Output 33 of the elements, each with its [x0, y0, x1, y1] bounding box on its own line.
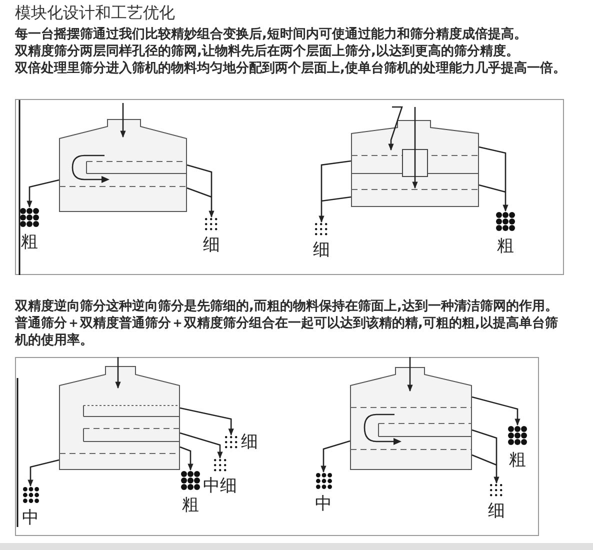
arrow	[388, 106, 403, 151]
paragraph: 普通筛分＋双精度普通筛分＋双精度筛分组合在一起可以达到该精的精,可粗的粗,以提高单台筛机的使用率。	[15, 315, 559, 349]
title: 模块化设计和工艺优化	[15, 3, 175, 24]
arrow	[180, 446, 194, 471]
particle-size-label: 细	[203, 236, 220, 254]
arrow	[186, 164, 214, 218]
arrow	[472, 396, 520, 426]
arrow	[180, 407, 234, 436]
particle-size-label: 粗	[497, 237, 514, 255]
paragraph: 每一台摇摆筛通过我们比较精妙组合变换后,短时间内可使通过能力和筛分精度成倍提高。	[15, 26, 528, 43]
arrow	[28, 459, 60, 487]
particle-size-label: 粗	[21, 233, 38, 251]
particle-size-label: 细	[488, 502, 505, 520]
arrow	[120, 103, 126, 138]
particle-size-label: 中	[22, 509, 39, 527]
arrow	[407, 357, 413, 392]
arrow	[26, 179, 60, 208]
arrow	[115, 357, 121, 389]
arrow	[320, 440, 350, 473]
arrow	[180, 432, 223, 459]
arrow	[412, 107, 418, 189]
arrow	[318, 160, 352, 223]
paragraph: 双精度筛分两层同样孔径的筛网,让物料先后在两个层面上筛分,以达到更高的筛分精度。	[15, 43, 520, 60]
arrow	[478, 146, 508, 212]
paragraph: 双倍处理里筛分进入筛机的物料均匀地分配到两个层面上,使单台筛机的处理能力几乎提高一倍。	[15, 60, 567, 77]
particle-size-label: 粗	[182, 496, 199, 514]
arrow	[471, 429, 500, 484]
particle-size-label: 细	[241, 433, 258, 451]
particle-size-label: 粗	[509, 451, 526, 469]
paragraph: 双精度逆向筛分这种逆向筛分是先筛细的,而粗的物料保持在筛面上,达到一种清洁筛网的作用。	[15, 298, 559, 315]
particle-size-label: 中	[315, 495, 332, 513]
particle-size-label: 细	[313, 241, 330, 260]
particle-size-label: 中细	[203, 477, 237, 496]
